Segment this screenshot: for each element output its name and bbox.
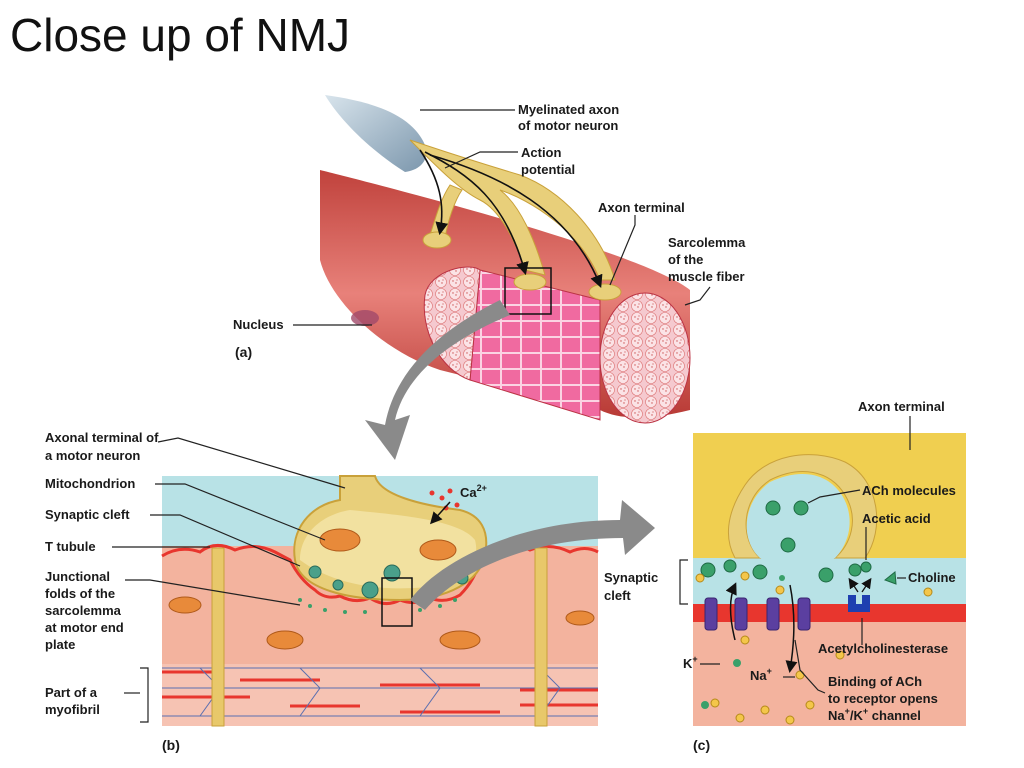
label-t-tubule: T tubule	[45, 539, 96, 554]
label-mitochondrion: Mitochondrion	[45, 476, 135, 491]
label-binding-1: Binding of ACh	[828, 674, 922, 689]
zoom-arrow-b-to-c	[410, 500, 655, 610]
label-axon-terminal-c: Axon terminal	[858, 399, 945, 414]
k-ion-arrow	[725, 582, 737, 641]
label-myelinated-axon-2: of motor neuron	[518, 118, 618, 133]
axon-terminal-a3	[588, 283, 622, 301]
label-myofibril-2: myofibril	[45, 702, 100, 717]
action-potential-arrow-2	[424, 151, 529, 276]
membrane-c	[693, 604, 966, 622]
label-acetic-acid: Acetic acid	[862, 511, 931, 526]
label-binding-2: to receptor opens	[828, 691, 938, 706]
label-action-potential-2: potential	[521, 162, 575, 177]
label-junctional-3: sarcolemma	[45, 603, 122, 618]
label-calcium: Ca2+	[460, 483, 487, 500]
zoom-arrow-a-to-b	[365, 300, 510, 460]
myelinated-axon	[325, 95, 427, 172]
label-synaptic-cleft-b: Synaptic cleft	[45, 507, 130, 522]
label-sarcolemma-3: muscle fiber	[668, 269, 745, 284]
label-choline: Choline	[908, 570, 956, 585]
t-tubule-left	[211, 547, 225, 727]
label-junctional-4: at motor end	[45, 620, 124, 635]
label-myelinated-axon-1: Myelinated axon	[518, 102, 619, 117]
label-sarcolemma-2: of the	[668, 252, 703, 267]
label-action-potential-1: Action	[521, 145, 562, 160]
panel-c-letter: (c)	[693, 737, 710, 753]
axon-branches	[409, 139, 616, 281]
panel-b-letter: (b)	[162, 737, 180, 753]
zoom-box-b	[381, 577, 413, 627]
label-junctional-2: folds of the	[45, 586, 115, 601]
na-ion-arrow	[785, 584, 798, 673]
label-k-ion: K+	[683, 654, 698, 671]
label-na-ion: Na+	[750, 666, 772, 683]
label-acetylcholinesterase: Acetylcholinesterase	[818, 641, 948, 656]
fusing-vesicle-lumen	[746, 474, 850, 558]
label-synaptic-cleft-c-2: cleft	[604, 588, 631, 603]
panel-a	[293, 95, 711, 424]
label-binding-3: Na+/K+ channel	[828, 706, 921, 723]
sarcoplasm-c	[693, 622, 966, 726]
label-synaptic-cleft-c-1: Synaptic	[604, 570, 658, 585]
label-myofibril-1: Part of a	[45, 685, 98, 700]
label-junctional-1: Junctional	[45, 569, 110, 584]
label-ach-molecules: ACh molecules	[862, 483, 956, 498]
axon-terminal-a1	[422, 231, 452, 249]
nucleus	[351, 310, 379, 326]
panel-c	[679, 416, 966, 726]
label-axonal-terminal-2: a motor neuron	[45, 448, 140, 463]
label-axonal-terminal-1: Axonal terminal of	[45, 430, 159, 445]
zoom-box-a	[504, 267, 552, 315]
slide-title: Close up of NMJ	[10, 9, 351, 61]
action-potential-arrow-1	[419, 149, 449, 236]
label-sarcolemma-1: Sarcolemma	[668, 235, 746, 250]
label-junctional-5: plate	[45, 637, 75, 652]
myofibril-region-b	[162, 664, 598, 726]
panel-b	[112, 437, 599, 727]
cross-section-right	[599, 292, 691, 424]
acetylcholinesterase-enzyme	[848, 595, 870, 612]
t-tubule-right	[534, 547, 548, 727]
fusing-vesicle-membrane	[727, 454, 878, 559]
panel-a-letter: (a)	[235, 344, 252, 360]
label-nucleus: Nucleus	[233, 317, 284, 332]
label-axon-terminal-a: Axon terminal	[598, 200, 685, 215]
calcium-arrow	[429, 501, 451, 525]
axon-terminal-a2	[513, 273, 547, 291]
